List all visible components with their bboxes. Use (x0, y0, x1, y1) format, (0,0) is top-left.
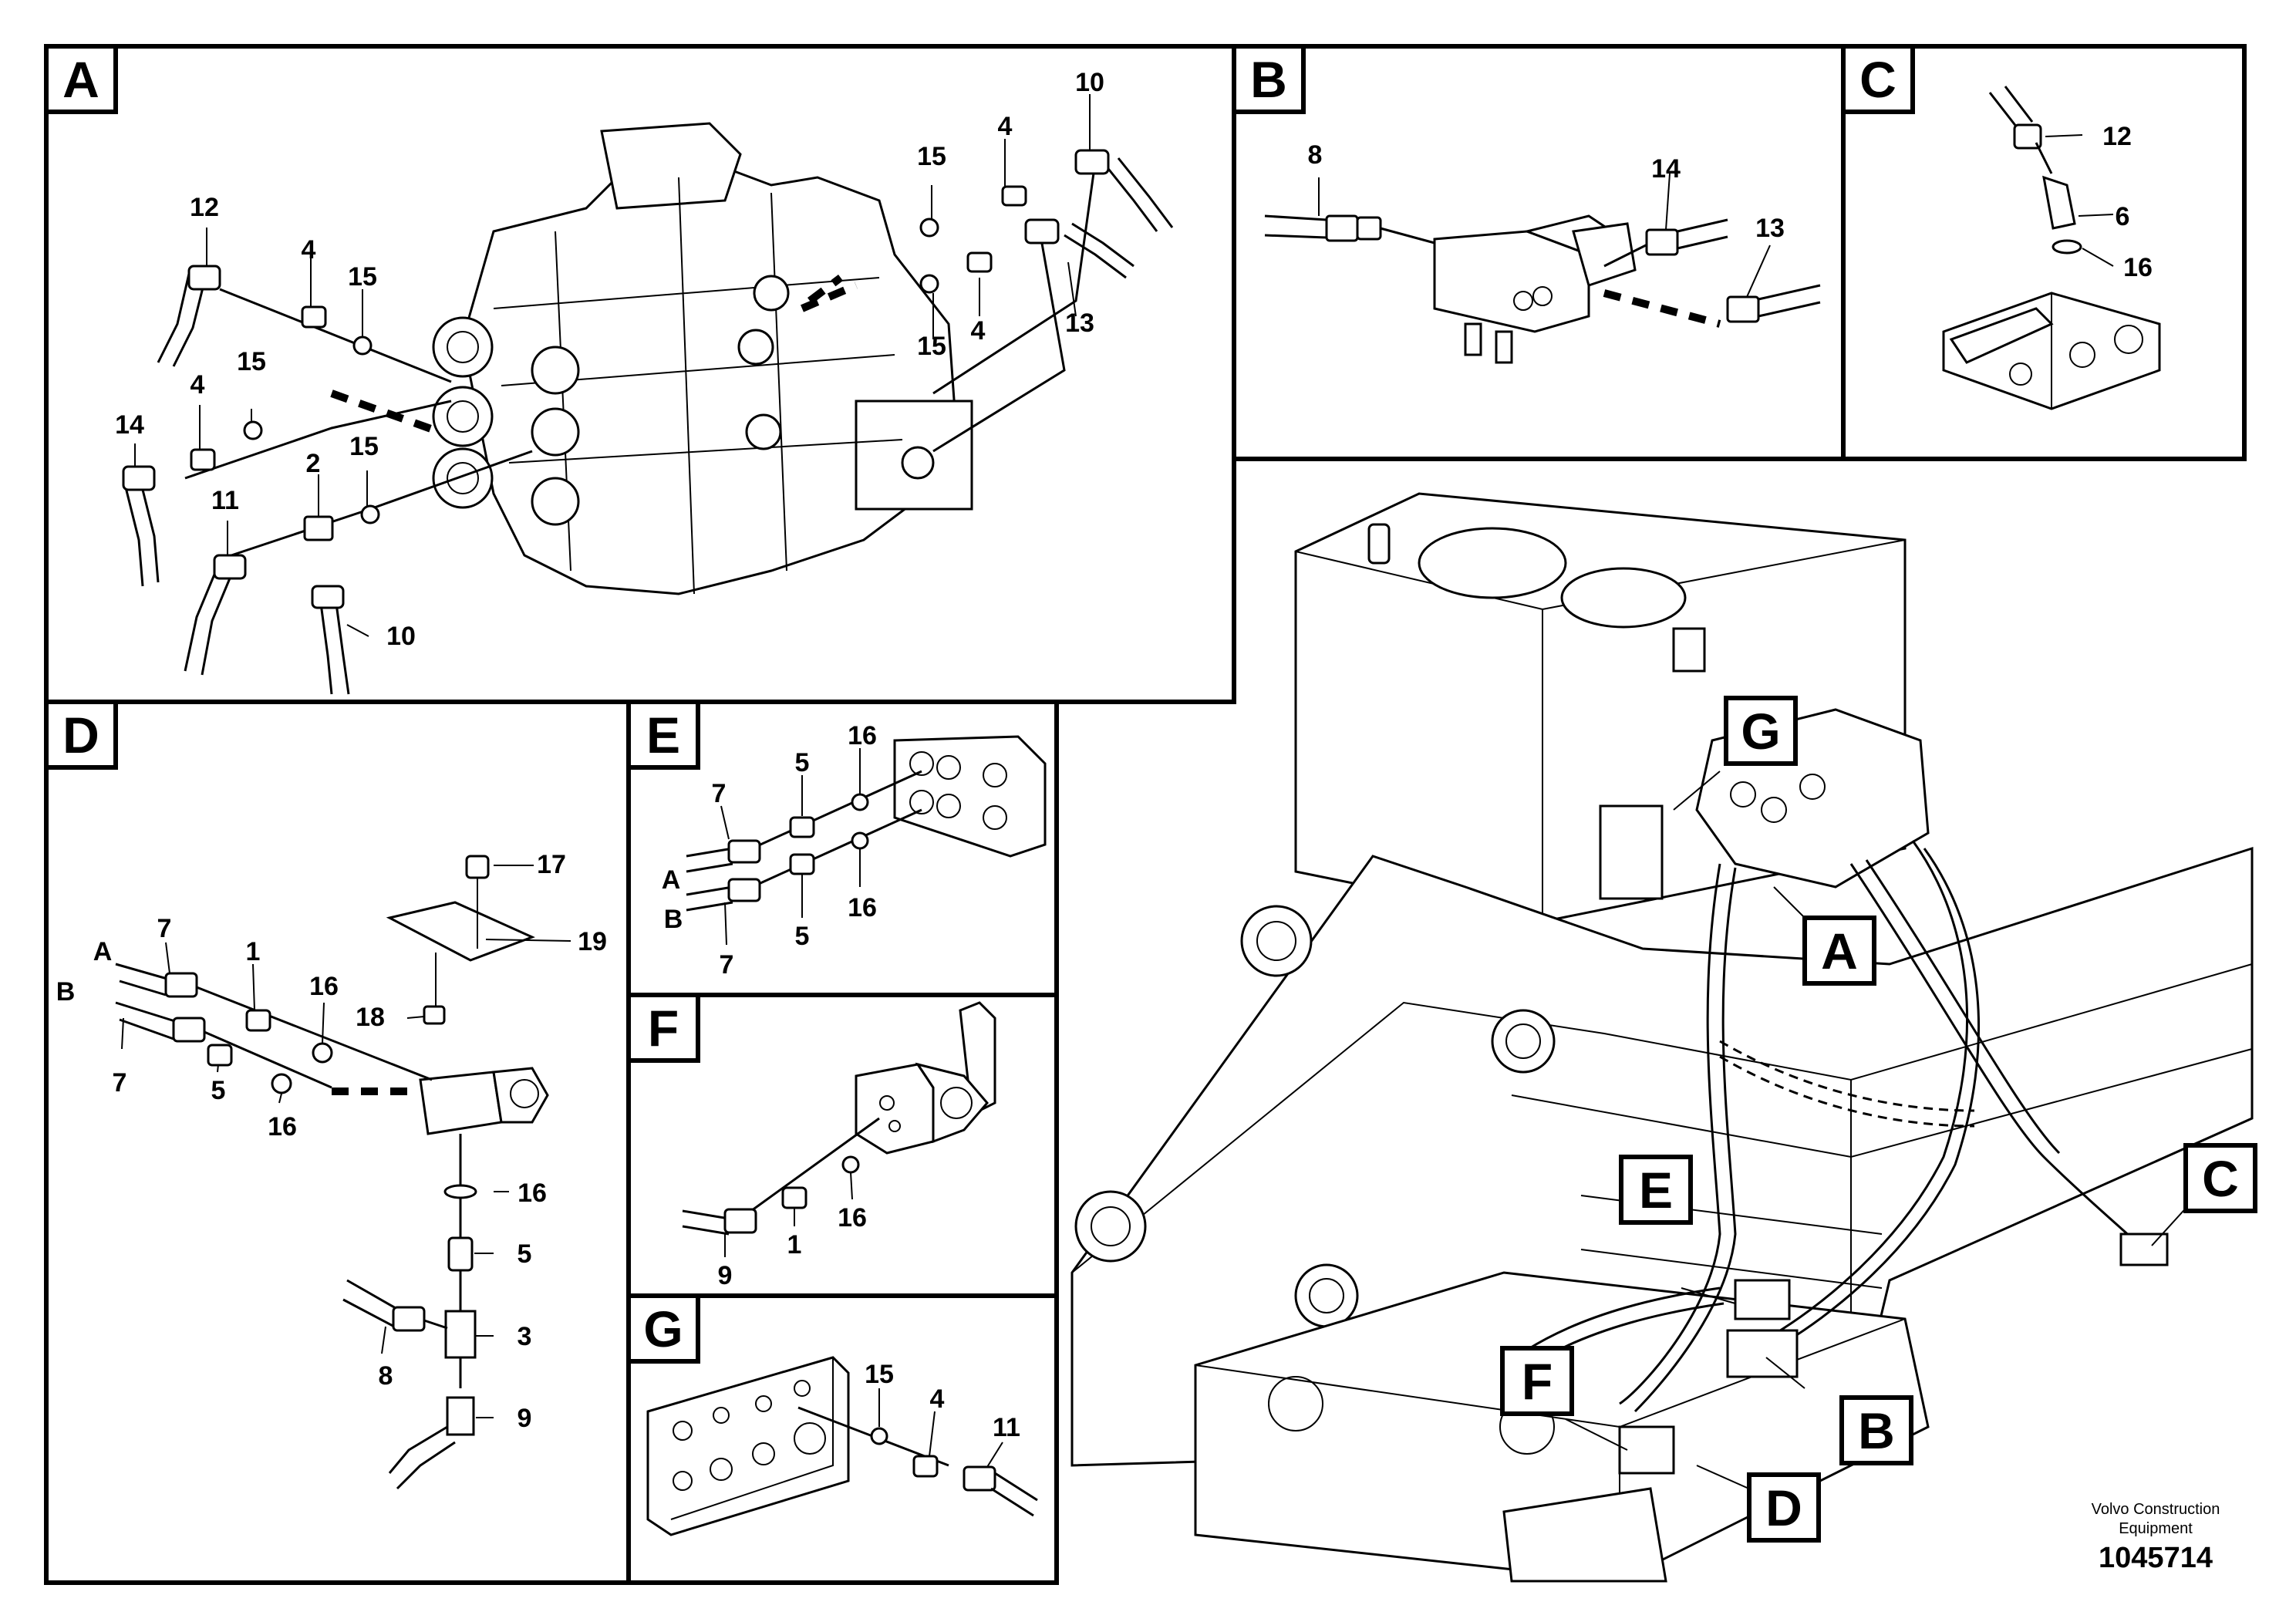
panel-a-label: 15 (237, 347, 266, 376)
panel-a-label: 13 (1065, 309, 1094, 338)
part-number: 1045714 (2099, 1542, 2213, 1574)
panel-f-label: 9 (718, 1261, 733, 1290)
panel-b-label: 13 (1755, 214, 1785, 243)
panel-a-label: 10 (1075, 68, 1104, 97)
callout-g: G (1724, 696, 1798, 766)
overview-drawing (1070, 492, 2254, 1583)
svg-text:A: A (62, 51, 99, 108)
panel-e-drawing (686, 735, 1047, 946)
svg-text:B: B (1858, 1402, 1895, 1459)
panel-d-label: 18 (356, 1003, 385, 1032)
panel-e-label: 7 (712, 779, 727, 808)
svg-text:F: F (648, 1000, 679, 1057)
panel-f-tag: F (626, 993, 700, 1063)
panel-g-drawing (646, 1356, 1038, 1536)
panel-d-label: 5 (211, 1076, 226, 1105)
panel-e-label: 5 (795, 748, 810, 777)
svg-text:E: E (646, 706, 680, 764)
panel-d-port: B (56, 977, 76, 1007)
panel-e-label: 7 (720, 950, 734, 980)
panel-d-label: 19 (578, 927, 607, 956)
panel-d-label: 16 (309, 972, 339, 1001)
panel-c-label: 16 (2123, 253, 2153, 282)
panel-c-frame (1841, 44, 2247, 461)
panel-a-label: 4 (998, 112, 1013, 141)
panel-c-tag: C (1841, 44, 1915, 114)
brand-line-2: Equipment (2119, 1520, 2193, 1537)
panel-a-drawing (122, 94, 1174, 695)
panel-e-port: B (664, 905, 683, 934)
callout-a: A (1802, 916, 1876, 986)
svg-text:E: E (1639, 1162, 1673, 1219)
panel-d-label: 7 (113, 1068, 127, 1098)
panel-d-label: 5 (518, 1239, 532, 1269)
svg-text:A: A (1821, 922, 1858, 980)
panel-f-label: 16 (838, 1203, 867, 1233)
panel-b-drawing (1264, 173, 1821, 364)
panel-c-label: 6 (2116, 202, 2130, 231)
panel-g-frame (626, 1293, 1059, 1585)
panel-d-frame (44, 700, 631, 1585)
panel-d-label: 7 (157, 914, 172, 943)
panel-c-drawing (1942, 86, 2161, 410)
panel-a-label: 4 (302, 235, 316, 265)
panel-a-label: 10 (386, 622, 416, 651)
panel-e-tag: E (626, 700, 700, 770)
panel-a-label: 15 (348, 262, 377, 292)
brand-line-1: Volvo Construction (2092, 1501, 2220, 1518)
svg-text:F: F (1522, 1353, 1553, 1410)
panel-d-label: 8 (379, 1361, 393, 1391)
panel-g-label: 15 (865, 1360, 894, 1389)
panel-b-tag: B (1232, 44, 1306, 114)
panel-d-port: A (93, 937, 113, 966)
panel-d-label: 3 (518, 1322, 532, 1351)
callout-f: F (1500, 1346, 1574, 1416)
panel-d-drawing (115, 855, 571, 1490)
callout-e: E (1619, 1155, 1693, 1225)
panel-a-label: 4 (971, 316, 986, 346)
svg-text:D: D (1765, 1479, 1802, 1536)
callout-b: B (1839, 1395, 1913, 1465)
panel-f-drawing (682, 1001, 996, 1257)
callout-d: D (1747, 1472, 1821, 1543)
panel-a-label: 2 (306, 449, 321, 478)
panel-e-label: 16 (848, 721, 877, 750)
callout-c: C (2183, 1143, 2257, 1213)
panel-d-label: 9 (518, 1404, 532, 1433)
panel-g-label: 4 (930, 1384, 945, 1414)
panel-f-label: 1 (787, 1230, 802, 1259)
panel-d-label: 16 (268, 1112, 297, 1141)
panel-a-label: 15 (349, 432, 379, 461)
svg-text:B: B (1250, 51, 1287, 108)
panel-a-label: 15 (917, 332, 946, 361)
panel-d-label: 16 (518, 1179, 547, 1208)
svg-text:C: C (2202, 1150, 2239, 1207)
panel-a-label: 15 (917, 142, 946, 171)
panel-a-label: 14 (115, 410, 144, 440)
panel-e-label: 5 (795, 922, 810, 951)
panel-a-tag: A (44, 44, 118, 114)
panel-d-label: 17 (537, 850, 566, 879)
panel-a-label: 12 (190, 193, 219, 222)
svg-text:C: C (1859, 51, 1896, 108)
svg-text:G: G (1741, 703, 1780, 760)
panel-a-label: 11 (211, 486, 239, 515)
panel-b-label: 14 (1651, 154, 1681, 184)
panel-e-label: 16 (848, 893, 877, 922)
panel-a-label: 4 (190, 370, 205, 400)
panel-g-label: 11 (993, 1413, 1020, 1442)
svg-text:D: D (62, 706, 99, 764)
panel-e-port: A (662, 865, 681, 895)
panel-c-label: 12 (2102, 122, 2132, 151)
panel-d-label: 1 (246, 937, 261, 966)
panel-d-tag: D (44, 700, 118, 770)
svg-text:G: G (643, 1300, 683, 1357)
panel-b-label: 8 (1308, 140, 1323, 170)
panel-g-tag: G (626, 1293, 700, 1364)
